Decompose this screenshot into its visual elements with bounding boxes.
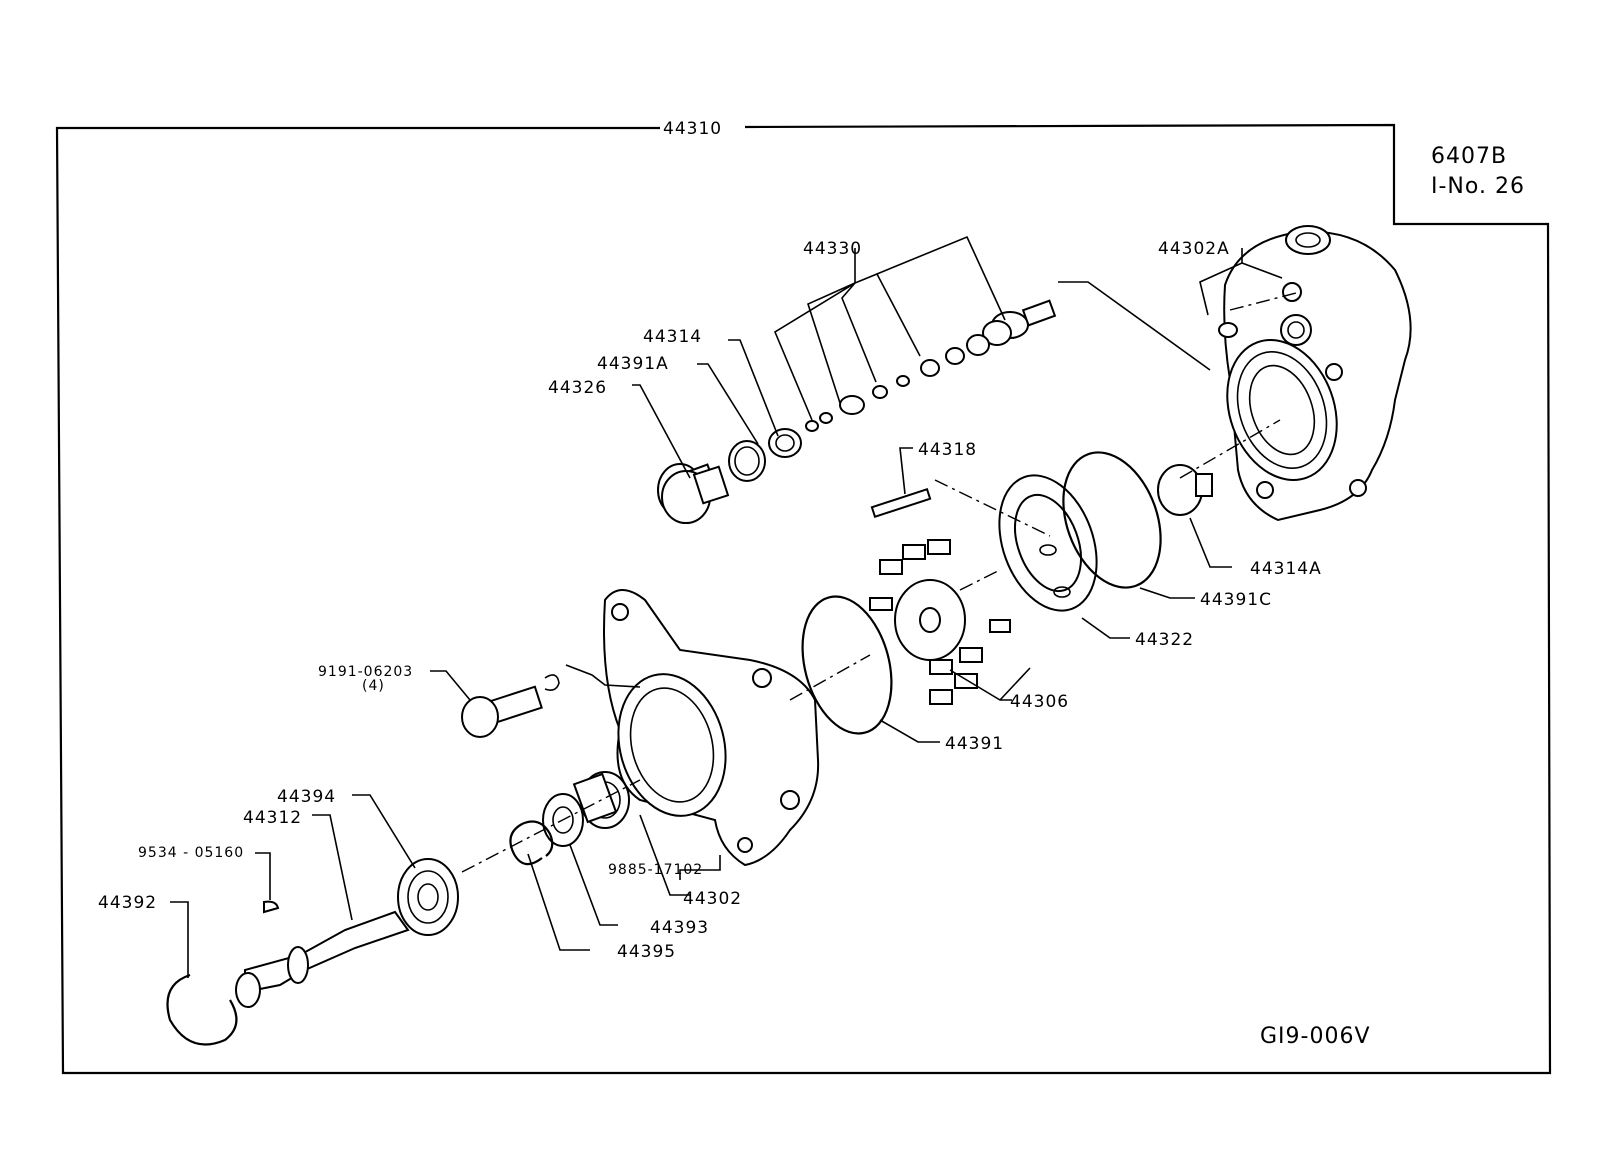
label-44302: 44302 [683, 889, 742, 909]
leader-lines [170, 235, 1283, 978]
label-9534-05160: 9534 - 05160 [138, 845, 244, 861]
ball-bearing-44394 [397, 858, 459, 936]
rotor-vanes-44306 [869, 539, 1011, 705]
label-44310: 44310 [663, 119, 722, 139]
shaft-44312 [235, 900, 410, 1008]
bolt-9191-06203 [461, 674, 560, 738]
center-axis [461, 291, 1301, 873]
label-44392: 44392 [98, 893, 157, 913]
valve-cap-44314A [1157, 464, 1213, 516]
label-44395: 44395 [617, 942, 676, 962]
snap-ring-44392 [166, 973, 238, 1046]
label-44318: 44318 [918, 440, 977, 460]
pin-44318 [870, 488, 932, 518]
diagram-frame [55, 123, 1552, 1075]
pump-housing-44302A [1218, 225, 1412, 522]
o-ring-44391 [801, 595, 893, 735]
sheet-ref: 6407B [1431, 144, 1507, 169]
label-9191-qty: (4) [362, 678, 385, 694]
label-44391A: 44391A [597, 354, 669, 374]
front-housing-44302 [603, 589, 820, 867]
label-44314: 44314 [643, 327, 702, 347]
label-44330: 44330 [803, 239, 862, 259]
label-9885-17102: 9885-17102 [608, 862, 703, 878]
label-44314A: 44314A [1250, 559, 1322, 579]
needle-bearing-9885-17102 [572, 771, 630, 829]
label-44391C: 44391C [1200, 590, 1272, 610]
drawing-code: GI9-006V [1260, 1024, 1371, 1049]
o-ring-44391C [1062, 451, 1162, 589]
sheet-number: I-No. 26 [1431, 174, 1525, 199]
label-44306: 44306 [1010, 692, 1069, 712]
label-44312: 44312 [243, 808, 302, 828]
label-44394: 44394 [277, 787, 336, 807]
label-9191-06203: 9191-06203 [318, 664, 413, 680]
label-44322: 44322 [1135, 630, 1194, 650]
label-44393: 44393 [650, 918, 709, 938]
label-44302A: 44302A [1158, 239, 1230, 259]
plug-44326 [661, 465, 730, 524]
cam-ring-44322 [998, 474, 1098, 612]
label-44391: 44391 [945, 734, 1004, 754]
snap-ring-44395 [509, 820, 554, 866]
label-44326: 44326 [548, 378, 607, 398]
